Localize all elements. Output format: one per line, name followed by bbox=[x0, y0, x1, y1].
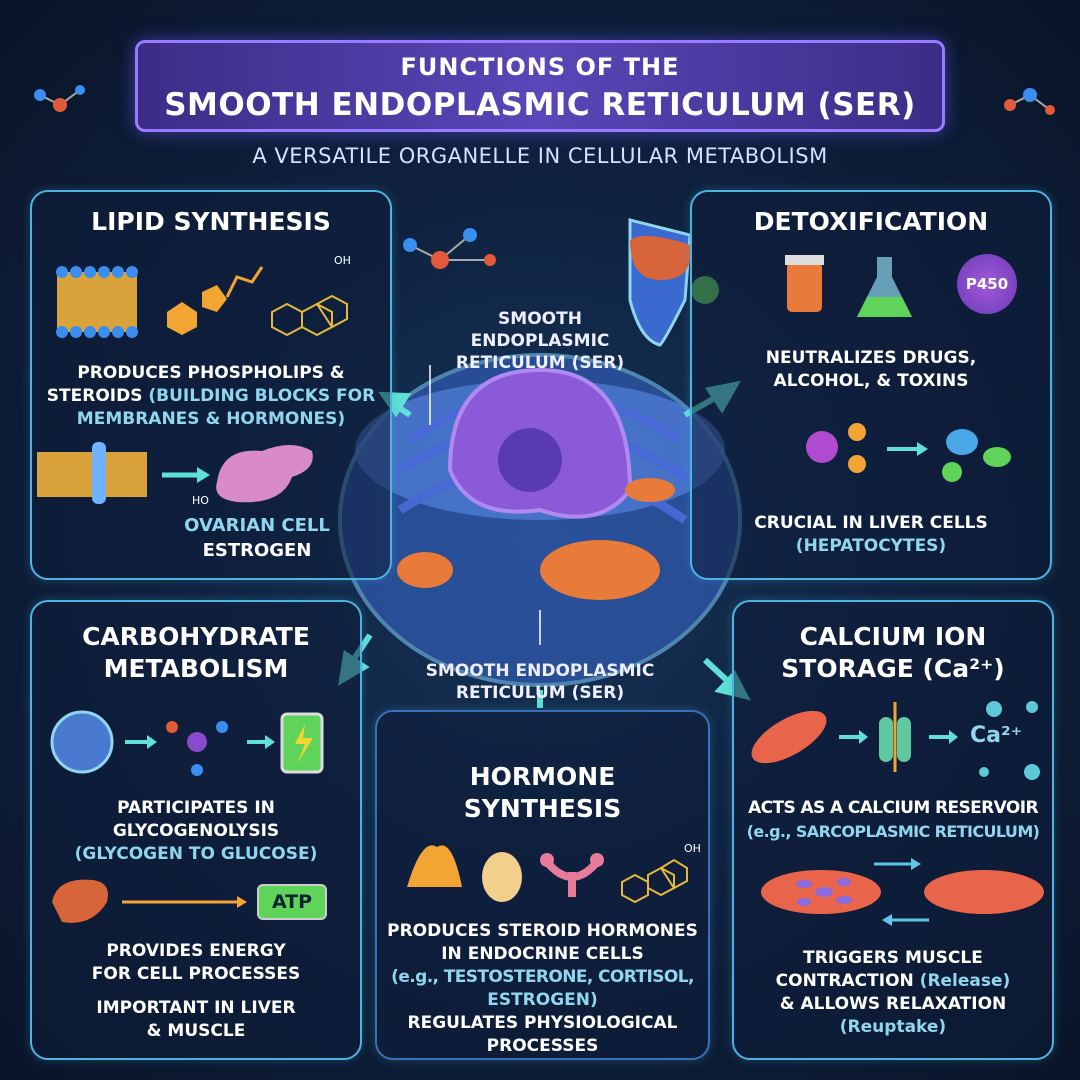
panel-calcium-storage: CALCIUM ION STORAGE (Ca²⁺) Ca²⁺ ACTS AS … bbox=[732, 600, 1054, 1060]
detox-text-3: CRUCIAL IN LIVER CELLS bbox=[754, 513, 988, 533]
carb-text-7: & MUSCLE bbox=[146, 1021, 246, 1041]
panel-title: LIPID SYNTHESIS bbox=[91, 207, 331, 236]
p450-badge: P450 bbox=[957, 254, 1017, 314]
lipid-text-1: PRODUCES PHOSPHOLIPS & bbox=[77, 363, 345, 383]
panel-title: DETOXIFICATION bbox=[753, 207, 989, 236]
panel-title-2: STORAGE (Ca²⁺) bbox=[781, 654, 1005, 683]
lipid-text-2b: (BUILDING BLOCKS FOR bbox=[148, 386, 376, 406]
lipid-text-2: STEROIDS (BUILDING BLOCKS FOR bbox=[32, 385, 390, 408]
subtitle: A VERSATILE ORGANELLE IN CELLULAR METABO… bbox=[252, 144, 828, 168]
ser-label-bottom: SMOOTH ENDOPLASMIC RETICULUM (SER) bbox=[425, 661, 655, 703]
membrane-to-ovarian-cell-icon bbox=[37, 442, 313, 504]
muscle-contraction-icon bbox=[761, 858, 1044, 926]
calcium-text-3: TRIGGERS MUSCLE bbox=[803, 948, 983, 968]
hormone-text-5: REGULATES PHYSIOLOGICAL bbox=[407, 1013, 678, 1033]
detox-text-1: NEUTRALIZES DRUGS, bbox=[765, 348, 977, 368]
molecule-icon bbox=[34, 85, 85, 112]
oh-label: OH bbox=[684, 842, 701, 855]
calcium-channel-icon bbox=[751, 701, 1040, 780]
panel-title-1: CARBOHYDRATE bbox=[82, 622, 310, 651]
ovarian-caption-2: ESTROGEN bbox=[202, 540, 312, 561]
hormone-text-4: ESTROGEN) bbox=[487, 990, 598, 1010]
hormone-text-1: PRODUCES STEROID HORMONES bbox=[387, 921, 698, 941]
lipid-text-2a: STEROIDS bbox=[46, 386, 149, 406]
hormone-text-2: IN ENDOCRINE CELLS bbox=[441, 944, 644, 964]
title-banner: FUNCTIONS OF THE SMOOTH ENDOPLASMIC RETI… bbox=[135, 40, 945, 132]
hormone-text-3: (e.g., TESTOSTERONE, CORTISOL, bbox=[391, 967, 694, 987]
carb-text-6: IMPORTANT IN LIVER bbox=[96, 998, 296, 1018]
panel-title-1: HORMONE bbox=[469, 762, 616, 791]
detox-text-2: ALCOHOL, & TOXINS bbox=[773, 371, 969, 391]
calcium-text-6: (Reuptake) bbox=[839, 1017, 947, 1037]
toxins-neutralized-icon bbox=[806, 423, 1011, 482]
title-line2: SMOOTH ENDOPLASMIC RETICULUM (SER) bbox=[164, 87, 916, 123]
calcium-text-4b: (Release) bbox=[919, 971, 1011, 991]
carb-text-5: FOR CELL PROCESSES bbox=[91, 964, 301, 984]
oh-label: OH bbox=[334, 254, 351, 267]
panel-carbohydrate-metabolism: CARBOHYDRATE METABOLISM PARTICIPATES IN … bbox=[30, 600, 362, 1060]
calcium-text-2: (e.g., SARCOPLASMIC RETICULUM) bbox=[746, 822, 1040, 841]
carb-text-1: PARTICIPATES IN bbox=[117, 798, 275, 818]
calcium-text-5: & ALLOWS RELAXATION bbox=[779, 994, 1007, 1014]
lipid-bilayer-and-steroid-icons bbox=[56, 266, 348, 338]
panel-title-2: SYNTHESIS bbox=[463, 794, 622, 823]
hormone-text-6: PROCESSES bbox=[486, 1036, 599, 1056]
panel-detoxification: DETOXIFICATION P450 NEUTRALIZES DRUGS, A… bbox=[690, 190, 1052, 580]
panel-hormone-synthesis: HORMONE SYNTHESIS OH PRODUCES STEROID HO… bbox=[375, 710, 710, 1060]
ser-label-top: SMOOTH ENDOPLASMIC RETICULUM (SER) bbox=[455, 309, 625, 373]
carb-text-2: GLYCOGENOLYSIS bbox=[112, 821, 280, 841]
glycogen-to-energy-icon bbox=[50, 710, 324, 776]
cell-illustration bbox=[338, 218, 751, 708]
lipid-text-3: MEMBRANES & HORMONES) bbox=[76, 409, 346, 429]
title-line1: FUNCTIONS OF THE bbox=[400, 53, 680, 81]
endocrine-glands-icons bbox=[407, 845, 688, 904]
liver-to-atp-icon bbox=[52, 879, 247, 923]
carb-text-4: PROVIDES ENERGY bbox=[106, 941, 286, 961]
detox-text-4: (HEPATOCYTES) bbox=[795, 536, 947, 556]
ovarian-caption-1: OVARIAN CELL bbox=[184, 515, 330, 536]
panel-title-2: METABOLISM bbox=[103, 654, 289, 683]
panel-lipid-synthesis: LIPID SYNTHESIS OH PRODUCES PHOSPHOLIPS … bbox=[30, 190, 392, 580]
atp-badge: ATP bbox=[257, 884, 327, 920]
calcium-text-4: CONTRACTION (Release) bbox=[734, 970, 1052, 993]
panel-title-1: CALCIUM ION bbox=[799, 622, 987, 651]
calcium-text-1: ACTS AS A CALCIUM RESERVOIR bbox=[748, 798, 1038, 818]
ho-label: HO bbox=[192, 494, 209, 507]
calcium-ion-label: Ca²⁺ bbox=[970, 723, 1023, 748]
drugs-flask-icons bbox=[785, 255, 912, 317]
molecule-icon bbox=[1004, 88, 1055, 115]
calcium-text-4a: CONTRACTION bbox=[775, 971, 920, 991]
carb-text-3: (GLYCOGEN TO GLUCOSE) bbox=[74, 844, 318, 864]
